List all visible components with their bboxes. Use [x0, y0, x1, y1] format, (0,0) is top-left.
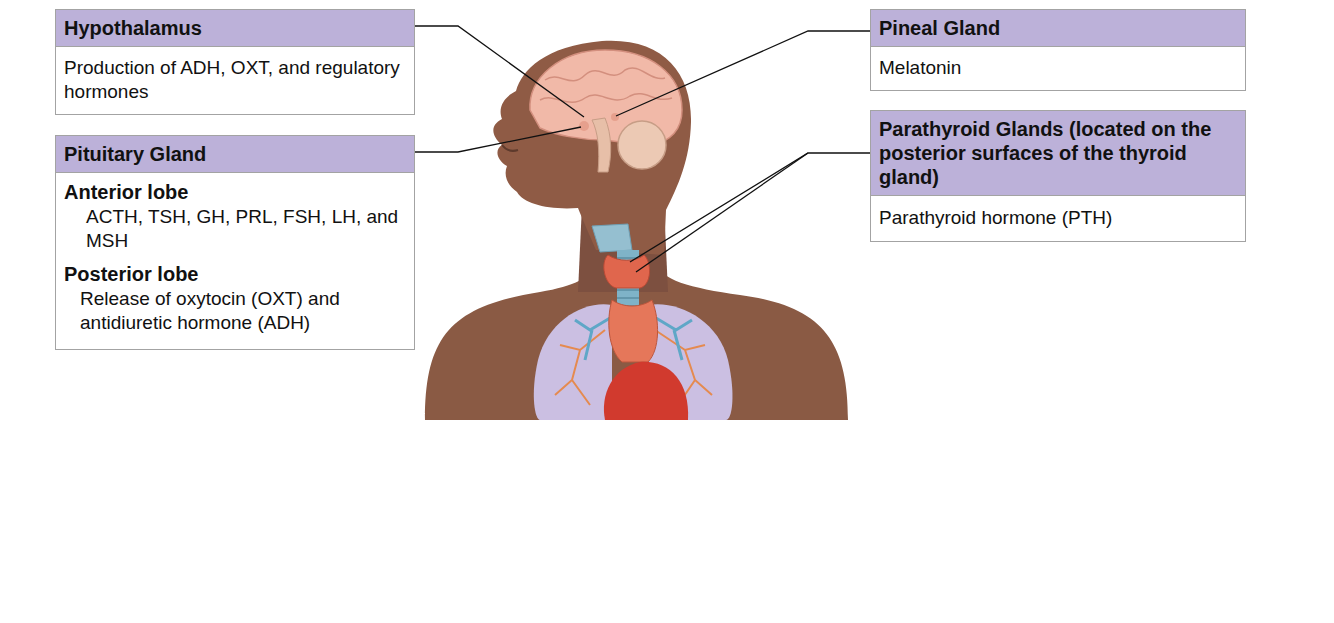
hormone-list: Production of ADH, OXT, and regulatory h…: [56, 56, 414, 104]
hormone-list: Parathyroid hormone (PTH): [871, 206, 1245, 230]
gland-heading: Hypothalamus: [56, 10, 414, 47]
gland-heading: Pineal Gland: [871, 10, 1245, 47]
lobe-heading: Posterior lobe: [56, 261, 414, 287]
hormone-list: Melatonin: [871, 56, 1245, 80]
gland-heading: Parathyroid Glands (located on the poste…: [871, 111, 1245, 196]
hormone-list: Release of oxytocin (OXT) and antidiuret…: [56, 287, 414, 335]
callout-box: Parathyroid Glands (located on the poste…: [870, 110, 1246, 242]
lobe-heading: Anterior lobe: [56, 179, 414, 205]
callout-box: Pituitary GlandAnterior lobeACTH, TSH, G…: [55, 135, 415, 350]
callout-box: HypothalamusProduction of ADH, OXT, and …: [55, 9, 415, 115]
hormone-list: ACTH, TSH, GH, PRL, FSH, LH, and MSH: [56, 205, 414, 253]
callout-box: Pineal GlandMelatonin: [870, 9, 1246, 91]
gland-heading: Pituitary Gland: [56, 136, 414, 173]
